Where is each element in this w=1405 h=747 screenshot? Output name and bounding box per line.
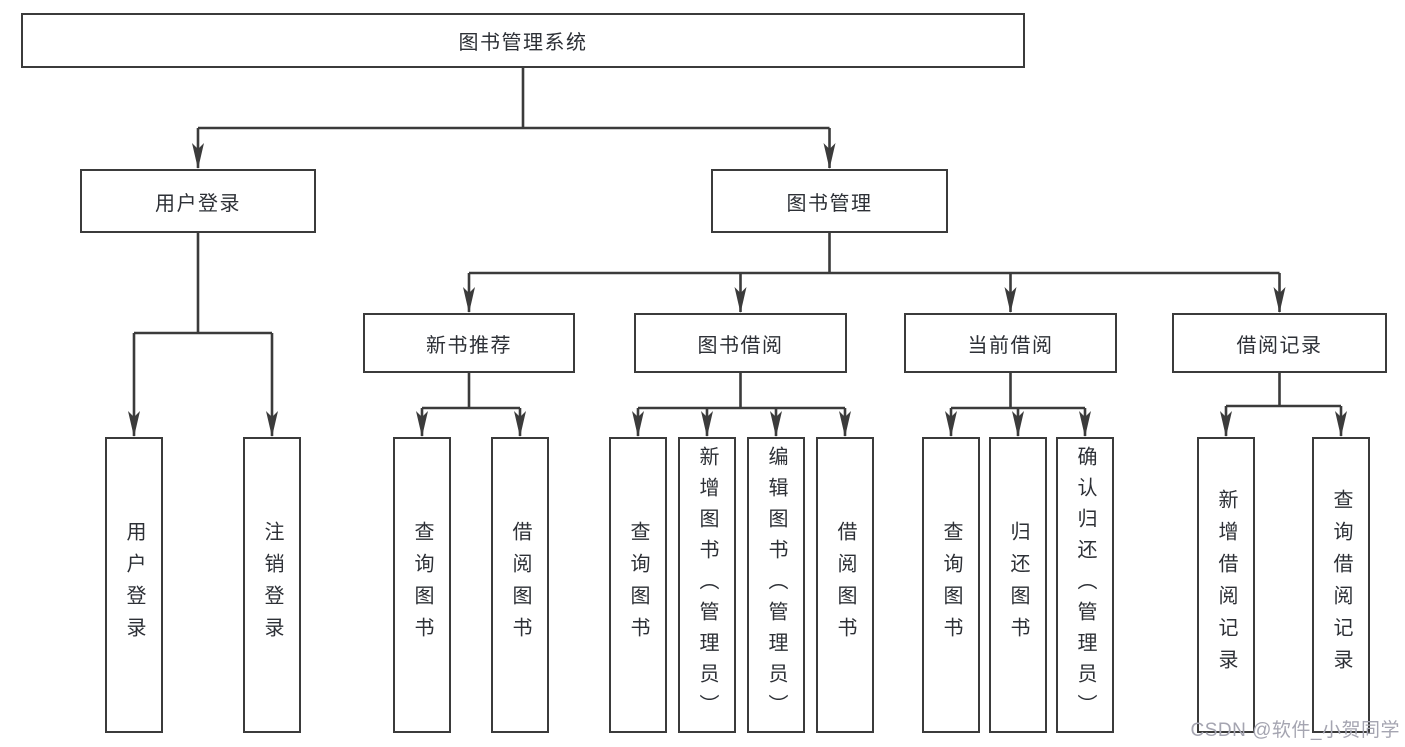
connector-book-borrowing-children: [632, 373, 851, 437]
leaf-borrow-books-recommend-label: 借阅图书: [509, 521, 531, 649]
leaf-user-login-label: 用户登录: [123, 521, 145, 649]
leaf-query-borrow-record-label: 查询借阅记录: [1330, 489, 1352, 681]
leaf-borrow-books-recommend: 借阅图书: [491, 437, 549, 733]
leaf-query-books-recommend-label: 查询图书: [411, 521, 433, 649]
leaf-add-borrow-record-label: 新增借阅记录: [1215, 489, 1237, 681]
connector-current-borrowing-children: [945, 373, 1091, 437]
leaf-confirm-return-admin-label: 确认归还（管理员）: [1074, 445, 1096, 725]
leaf-query-books-current-label: 查询图书: [940, 521, 962, 649]
leaf-add-books-admin-label: 新增图书（管理员）: [696, 445, 718, 725]
leaf-query-books-current: 查询图书: [922, 437, 980, 733]
connector-root-to-branches: [192, 68, 836, 169]
leaf-return-books: 归还图书: [989, 437, 1047, 733]
leaf-borrow-books-borrowing-label: 借阅图书: [834, 521, 856, 649]
node-book-management: 图书管理: [711, 169, 948, 233]
leaf-edit-books-admin: 编辑图书（管理员）: [747, 437, 805, 733]
leaf-borrow-books-borrowing: 借阅图书: [816, 437, 874, 733]
connector-new-book-children: [416, 373, 526, 437]
leaf-confirm-return-admin: 确认归还（管理员）: [1056, 437, 1114, 733]
leaf-logout-label: 注销登录: [261, 521, 283, 649]
leaf-query-borrow-record: 查询借阅记录: [1312, 437, 1370, 733]
node-book-borrowing: 图书借阅: [634, 313, 847, 373]
leaf-query-books-borrowing-label: 查询图书: [627, 521, 649, 649]
leaf-add-books-admin: 新增图书（管理员）: [678, 437, 736, 733]
node-root-system: 图书管理系统: [21, 13, 1025, 68]
leaf-query-books-borrowing: 查询图书: [609, 437, 667, 733]
leaf-query-books-recommend: 查询图书: [393, 437, 451, 733]
leaf-return-books-label: 归还图书: [1007, 521, 1029, 649]
leaf-user-login: 用户登录: [105, 437, 163, 733]
node-current-borrowing: 当前借阅: [904, 313, 1117, 373]
leaf-logout: 注销登录: [243, 437, 301, 733]
node-user-login: 用户登录: [80, 169, 316, 233]
leaf-edit-books-admin-label: 编辑图书（管理员）: [765, 445, 787, 725]
connector-borrowing-records-children: [1220, 373, 1347, 437]
csdn-watermark: CSDN @软件_小贺同学: [1190, 720, 1400, 741]
connector-book-management-children: [463, 233, 1286, 313]
connector-user-login-children: [128, 233, 278, 437]
leaf-add-borrow-record: 新增借阅记录: [1197, 437, 1255, 733]
node-borrowing-records: 借阅记录: [1172, 313, 1387, 373]
node-new-book-recommendation: 新书推荐: [363, 313, 575, 373]
